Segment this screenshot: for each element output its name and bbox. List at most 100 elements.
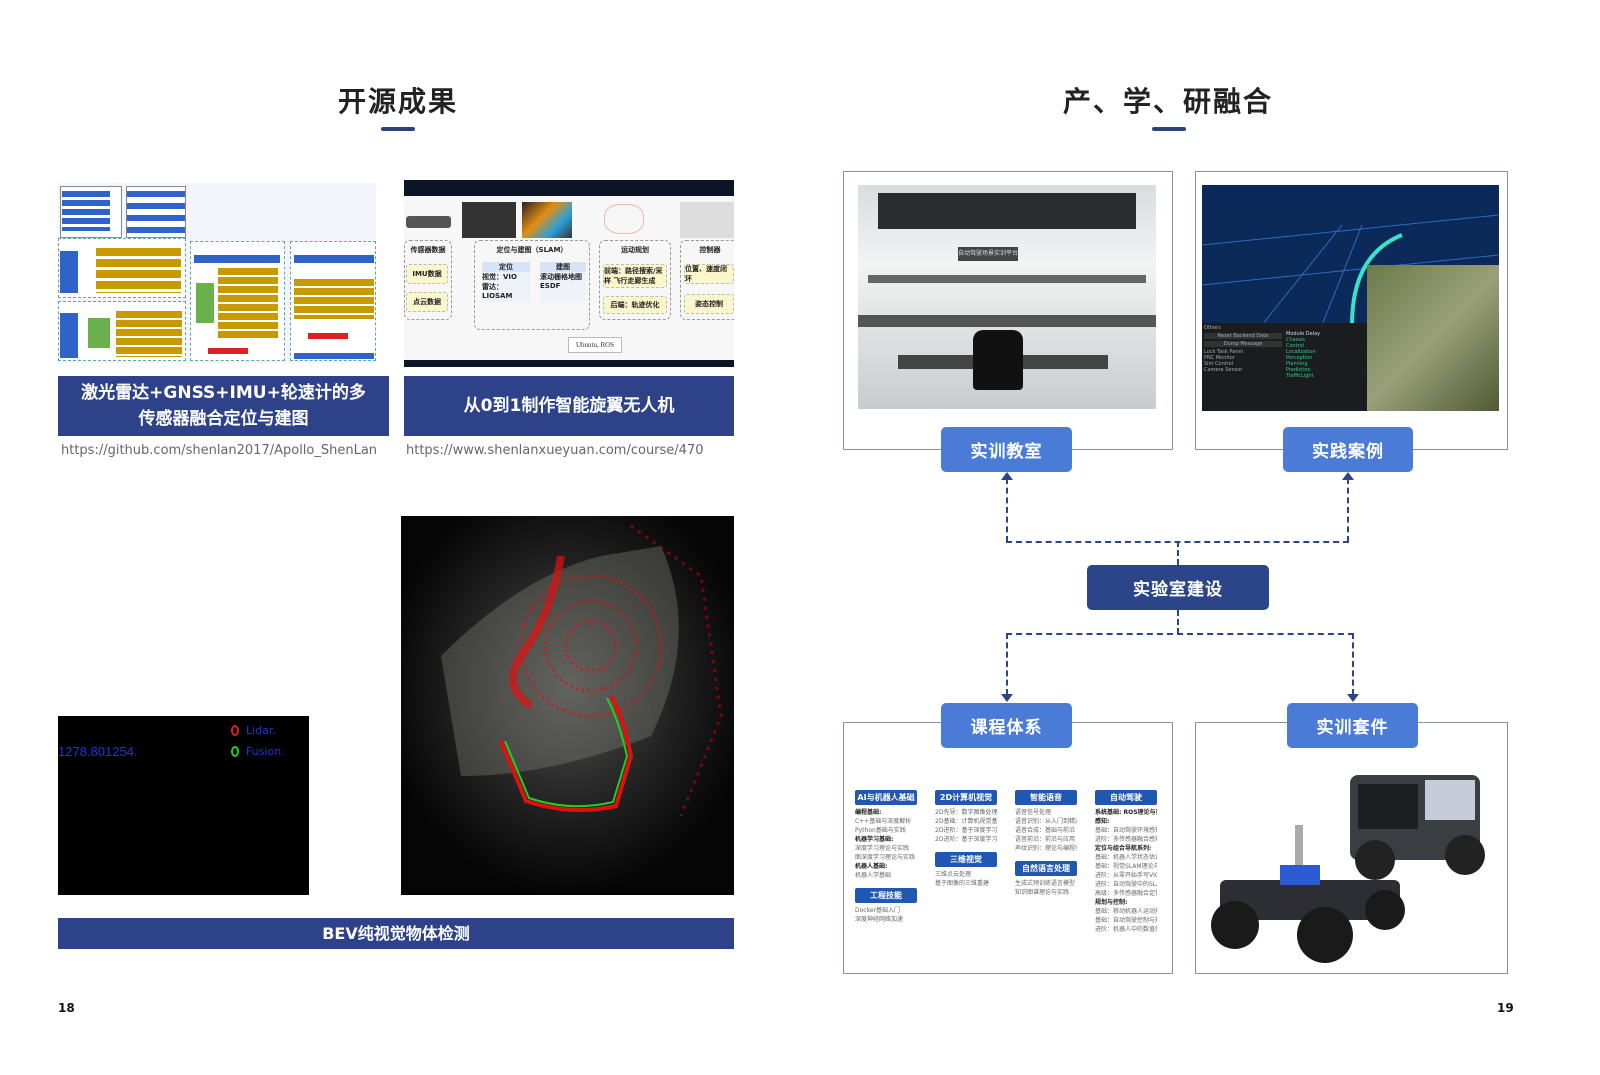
course-item: 系统基础: ROS理论与实践 bbox=[1095, 809, 1157, 816]
section-label: 定位与建图（SLAM） bbox=[496, 246, 568, 254]
connector bbox=[1006, 633, 1354, 635]
caption-fusion-localization: 激光雷达+GNSS+IMU+轮速计的多传感器融合定位与建图 bbox=[58, 376, 389, 436]
page-number-right: 19 bbox=[1497, 1001, 1514, 1015]
course-item: 基础：移动机器人运动规划 bbox=[1095, 908, 1157, 915]
arrow-down-icon bbox=[1347, 694, 1359, 702]
title-underline bbox=[381, 127, 415, 131]
kits-button[interactable]: 实训套件 bbox=[1287, 703, 1418, 748]
detection-view: 1278.801254. Lidar. Fusion. bbox=[58, 716, 309, 895]
localization-line: 雷达：LIOSAM bbox=[482, 283, 513, 300]
course-item: 2D进阶：基于深度学习的物体检测 bbox=[935, 827, 997, 834]
course-item: 进阶：多传感器融合感知 bbox=[1095, 836, 1157, 843]
panel-item[interactable]: PNC Monitor bbox=[1204, 355, 1235, 361]
simulation-screenshot: Others Reset Backend Data Dump Message L… bbox=[1202, 185, 1499, 411]
classroom-button[interactable]: 实训教室 bbox=[941, 427, 1072, 472]
page-number-left: 18 bbox=[58, 1001, 75, 1015]
delay-item: Planning bbox=[1286, 361, 1308, 367]
mapping-line: ESDF bbox=[540, 282, 561, 290]
flow-box: 位置、速度闭环 bbox=[684, 264, 734, 284]
classroom-photo: 自动驾驶场景实训平台 bbox=[858, 185, 1156, 409]
course-item: 进阶：自动驾驶中的SLAM bbox=[1095, 881, 1157, 888]
cases-button[interactable]: 实践案例 bbox=[1283, 427, 1413, 472]
section-label: 控制器 bbox=[699, 246, 721, 254]
detection-value: 1278.801254. bbox=[58, 744, 138, 759]
legend-fusion: Fusion. bbox=[246, 745, 285, 758]
delay-item: TrafficLight bbox=[1286, 373, 1314, 379]
camera-view bbox=[1367, 265, 1499, 411]
course-item: 基础：自动驾驶控制与规划 bbox=[1095, 917, 1157, 924]
drone-flow-diagram: 传感器数据 IMU数据 点云数据 定位与建图（SLAM） 定位 视觉：VIO 雷… bbox=[404, 180, 734, 367]
course-item: 生成式预训练语言模型 bbox=[1015, 880, 1076, 887]
course-category: 自动驾驶 bbox=[1095, 790, 1157, 805]
mapping-head: 建图 bbox=[540, 262, 586, 272]
flow-box: 前端：路径搜索/采样 飞行走廊生成 bbox=[603, 264, 667, 288]
course-category: AI与机器人基础 bbox=[855, 790, 917, 805]
tunnel-photo bbox=[462, 202, 516, 238]
delay-item: Chassis bbox=[1286, 337, 1305, 343]
title-underline bbox=[1152, 127, 1186, 131]
courses-frame bbox=[843, 722, 1173, 974]
delay-item: Prediction bbox=[1286, 367, 1311, 373]
connector bbox=[1006, 633, 1008, 695]
course-category: 工程技能 bbox=[855, 888, 917, 903]
flow-box: 姿态控制 bbox=[684, 294, 734, 314]
localization-line: 视觉：VIO bbox=[482, 273, 517, 281]
flow-box: 后端：轨迹优化 bbox=[603, 296, 667, 314]
course-item: 语音前沿：前沿与应用 bbox=[1015, 836, 1076, 843]
course-item: 图深度学习理论与实践 bbox=[855, 854, 916, 861]
course-category: 自然语言处理 bbox=[1015, 861, 1077, 876]
panel-item[interactable]: Sim Control bbox=[1204, 361, 1234, 367]
panel-item[interactable]: Dump Message bbox=[1204, 341, 1282, 347]
lab-construction-button[interactable]: 实验室建设 bbox=[1087, 565, 1269, 610]
platform-label: Ubuntu, ROS bbox=[568, 337, 622, 353]
course-item: 高级：多传感器融合定位 bbox=[1095, 890, 1157, 897]
delay-item: Control bbox=[1286, 343, 1305, 349]
course-item: 编程基础: bbox=[855, 809, 882, 816]
course-category: 智能语音 bbox=[1015, 790, 1077, 805]
panel-item[interactable]: Lock Task Panel bbox=[1204, 349, 1243, 355]
localization-head: 定位 bbox=[482, 262, 530, 272]
course-item: 基于图像的三维重建 bbox=[935, 880, 990, 887]
course-item: 2D进阶：基于深度学习的人脸识别 bbox=[935, 836, 997, 843]
fusion-legend-icon bbox=[231, 746, 239, 757]
connector bbox=[1352, 633, 1354, 695]
arrow-up-icon bbox=[1001, 472, 1013, 480]
trajectory-plot bbox=[604, 204, 644, 234]
github-link[interactable]: https://github.com/shenlan2017/Apollo_Sh… bbox=[61, 443, 378, 458]
arrow-down-icon bbox=[1001, 694, 1013, 702]
course-item: 语音合成：基础与前沿 bbox=[1015, 827, 1076, 834]
course-item: Docker基础入门 bbox=[855, 907, 901, 914]
course-item: 声纹识别：理论与编程实践 bbox=[1015, 845, 1077, 852]
courses-button[interactable]: 课程体系 bbox=[941, 703, 1072, 748]
flow-box: IMU数据 bbox=[406, 264, 448, 284]
course-item: 进阶：从零开始手写VIO bbox=[1095, 872, 1157, 879]
course-item: 感知: bbox=[1095, 818, 1110, 825]
course-item: 三维点云处理 bbox=[935, 871, 972, 878]
panel-item[interactable]: Camera Sensor bbox=[1204, 367, 1243, 373]
course-item: 进阶：机器人中的数值优化 bbox=[1095, 926, 1157, 933]
course-item: 机器人基础: bbox=[855, 863, 888, 870]
course-item: 基础：自动驾驶环境感知 bbox=[1095, 827, 1157, 834]
panel-item[interactable]: Reset Backend Data bbox=[1204, 333, 1282, 339]
course-item: 语音识别：从入门到精通 bbox=[1015, 818, 1077, 825]
course-item: 深度神经网络加速 bbox=[855, 916, 904, 923]
course-item: 2D基础：计算机视觉基础 bbox=[935, 818, 997, 825]
course-item: 语音信号处理 bbox=[1015, 809, 1052, 816]
connector bbox=[1006, 478, 1008, 542]
others-panel: Others Reset Backend Data Dump Message L… bbox=[1202, 323, 1367, 411]
camera-photo bbox=[406, 216, 451, 228]
arrow-up-icon bbox=[1342, 472, 1354, 480]
connector bbox=[1347, 478, 1349, 542]
course-item: 规划与控制: bbox=[1095, 899, 1128, 906]
course-link[interactable]: https://www.shenlanxueyuan.com/course/47… bbox=[406, 443, 704, 458]
connector bbox=[1177, 610, 1179, 634]
course-item: 深度学习理论与实践 bbox=[855, 845, 910, 852]
caption-bev: BEV纯视觉物体检测 bbox=[58, 918, 734, 949]
caption-drone: 从0到1制作智能旋翼无人机 bbox=[404, 376, 734, 436]
course-category: 2D计算机视觉 bbox=[935, 790, 997, 805]
point-cloud-map bbox=[401, 516, 734, 895]
section-label: 传感器数据 bbox=[410, 246, 446, 254]
